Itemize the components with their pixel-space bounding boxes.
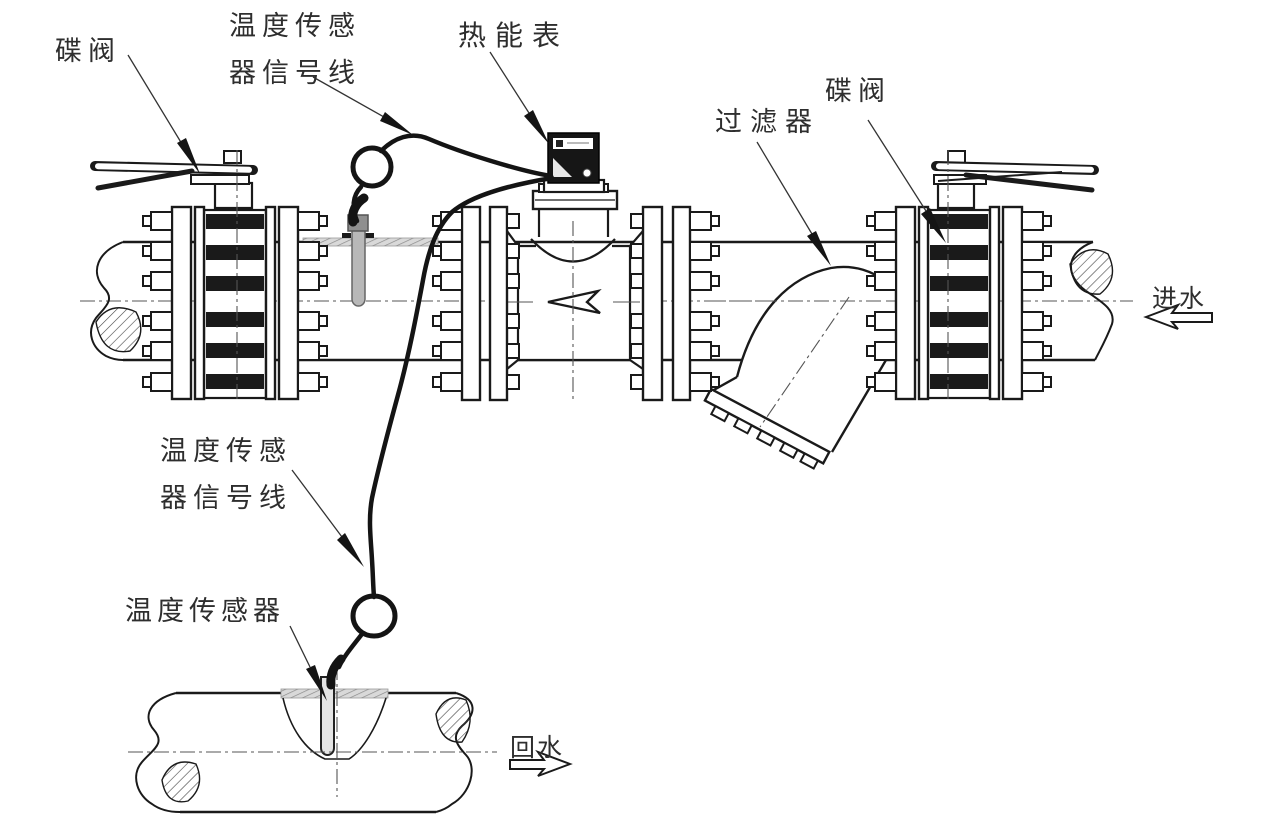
label-signal-cable-supply: 温度传感 器信号线: [229, 3, 361, 97]
inlet-flow-arrow: [1143, 302, 1213, 330]
label-return-water: 回水: [510, 734, 565, 762]
label-signal-cable-return: 温度传感 器信号线: [160, 428, 292, 522]
butterfly-valve-left: [90, 150, 328, 401]
pipe-break-symbols: [90, 241, 1114, 813]
heat-meter-display: [547, 132, 600, 184]
label-inlet-water: 进水: [1152, 285, 1207, 313]
heat-meter-body: [432, 132, 720, 402]
butterfly-valve-right: [866, 150, 1099, 401]
leader-arrowheads: [177, 110, 946, 701]
label-butterfly-valve-left: 碟阀: [55, 36, 121, 66]
flow-direction-arrow: [547, 288, 602, 315]
strainer-body: [703, 265, 888, 470]
label-temp-sensor: 温度传感器: [125, 596, 285, 626]
return-cable-loop: [350, 593, 398, 639]
label-signal-cable-supply-line1: 温度传感: [229, 11, 361, 41]
label-heat-meter: 热能表: [458, 20, 570, 51]
supply-cable-loop: [350, 145, 394, 189]
label-butterfly-valve-right: 碟阀: [825, 76, 891, 106]
leader-lines: [127, 51, 927, 668]
signal-cables: [326, 133, 555, 690]
label-strainer: 过滤器: [715, 107, 820, 137]
valve-handle-left: [90, 161, 258, 191]
label-signal-cable-return-line1: 温度传感: [160, 436, 292, 466]
label-signal-cable-return-line2: 器信号线: [160, 483, 292, 513]
return-flow-arrow: [509, 749, 573, 777]
weld-pocket: [282, 697, 387, 760]
supply-temp-probe: [342, 214, 374, 307]
label-signal-cable-supply-line2: 器信号线: [229, 58, 361, 88]
valve-handle-right: [931, 161, 1099, 193]
component-centerlines: [128, 150, 949, 797]
